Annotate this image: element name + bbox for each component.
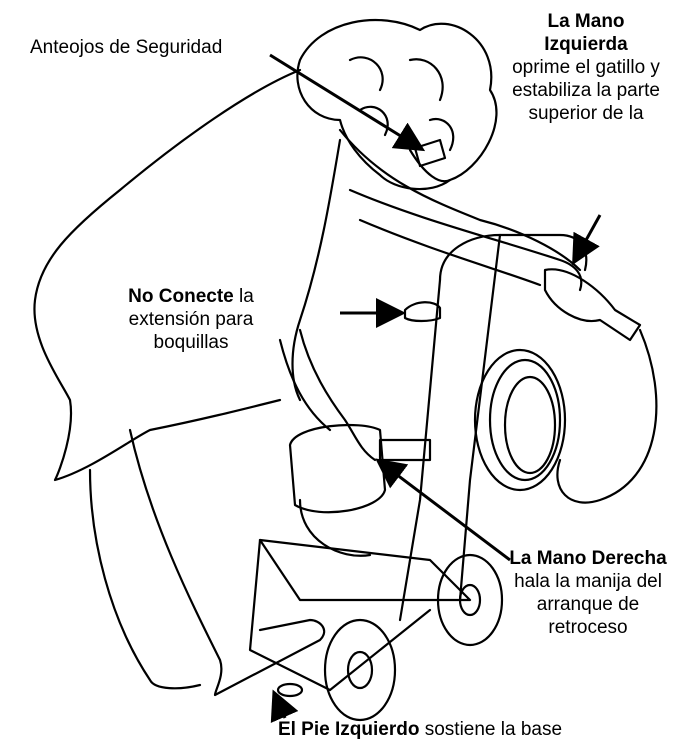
hair-outline (296, 18, 498, 191)
coat-outline (33, 68, 302, 482)
left-foot-bold: El Pie Izquierdo (277, 719, 420, 740)
left-hand-text: oprime el gatillo y estabiliza la parte … (512, 57, 660, 124)
no-connect-label: No Conecte la extensión para boquillas (96, 285, 286, 354)
safety-glasses-text: Anteojos de Seguridad (30, 37, 223, 58)
arrow-right-hand (375, 458, 511, 562)
leg-left (128, 428, 326, 697)
cart-base (258, 538, 472, 602)
cart-frame-left (398, 278, 442, 622)
left-arm (348, 188, 583, 292)
spray-gun (543, 268, 642, 342)
right-hand-bold: La Mano Derecha (509, 548, 667, 569)
arrow-left-hand (572, 214, 602, 266)
no-connect-text: la extensión para boquillas (128, 286, 254, 353)
engine-block (288, 423, 387, 514)
right-hand-text: hala la manija del arranque de retroceso (514, 571, 662, 638)
nozzle-extension (403, 301, 442, 323)
safety-glasses-shape (413, 138, 447, 168)
left-hand-label: La Mano Izquierda oprime el gatillo y es… (506, 10, 666, 125)
cart-frame-right (458, 233, 502, 602)
wheel-front (323, 618, 397, 722)
recoil-handle (378, 438, 432, 462)
hose-coil (473, 348, 567, 492)
wheel-back (436, 553, 504, 647)
left-foot-label: El Pie Izquierdo sostiene la base (190, 718, 650, 741)
arrow-safety-glasses (269, 53, 426, 152)
right-arm (298, 328, 377, 462)
left-hand-bold: La Mano Izquierda (544, 11, 628, 55)
safety-glasses-label: Anteojos de Seguridad (30, 36, 222, 59)
no-connect-bold: No Conecte (128, 286, 234, 307)
left-foot-text: sostiene la base (424, 719, 563, 740)
right-hand-label: La Mano Derecha hala la manija del arran… (508, 547, 668, 639)
arrow-left-foot (270, 689, 299, 723)
